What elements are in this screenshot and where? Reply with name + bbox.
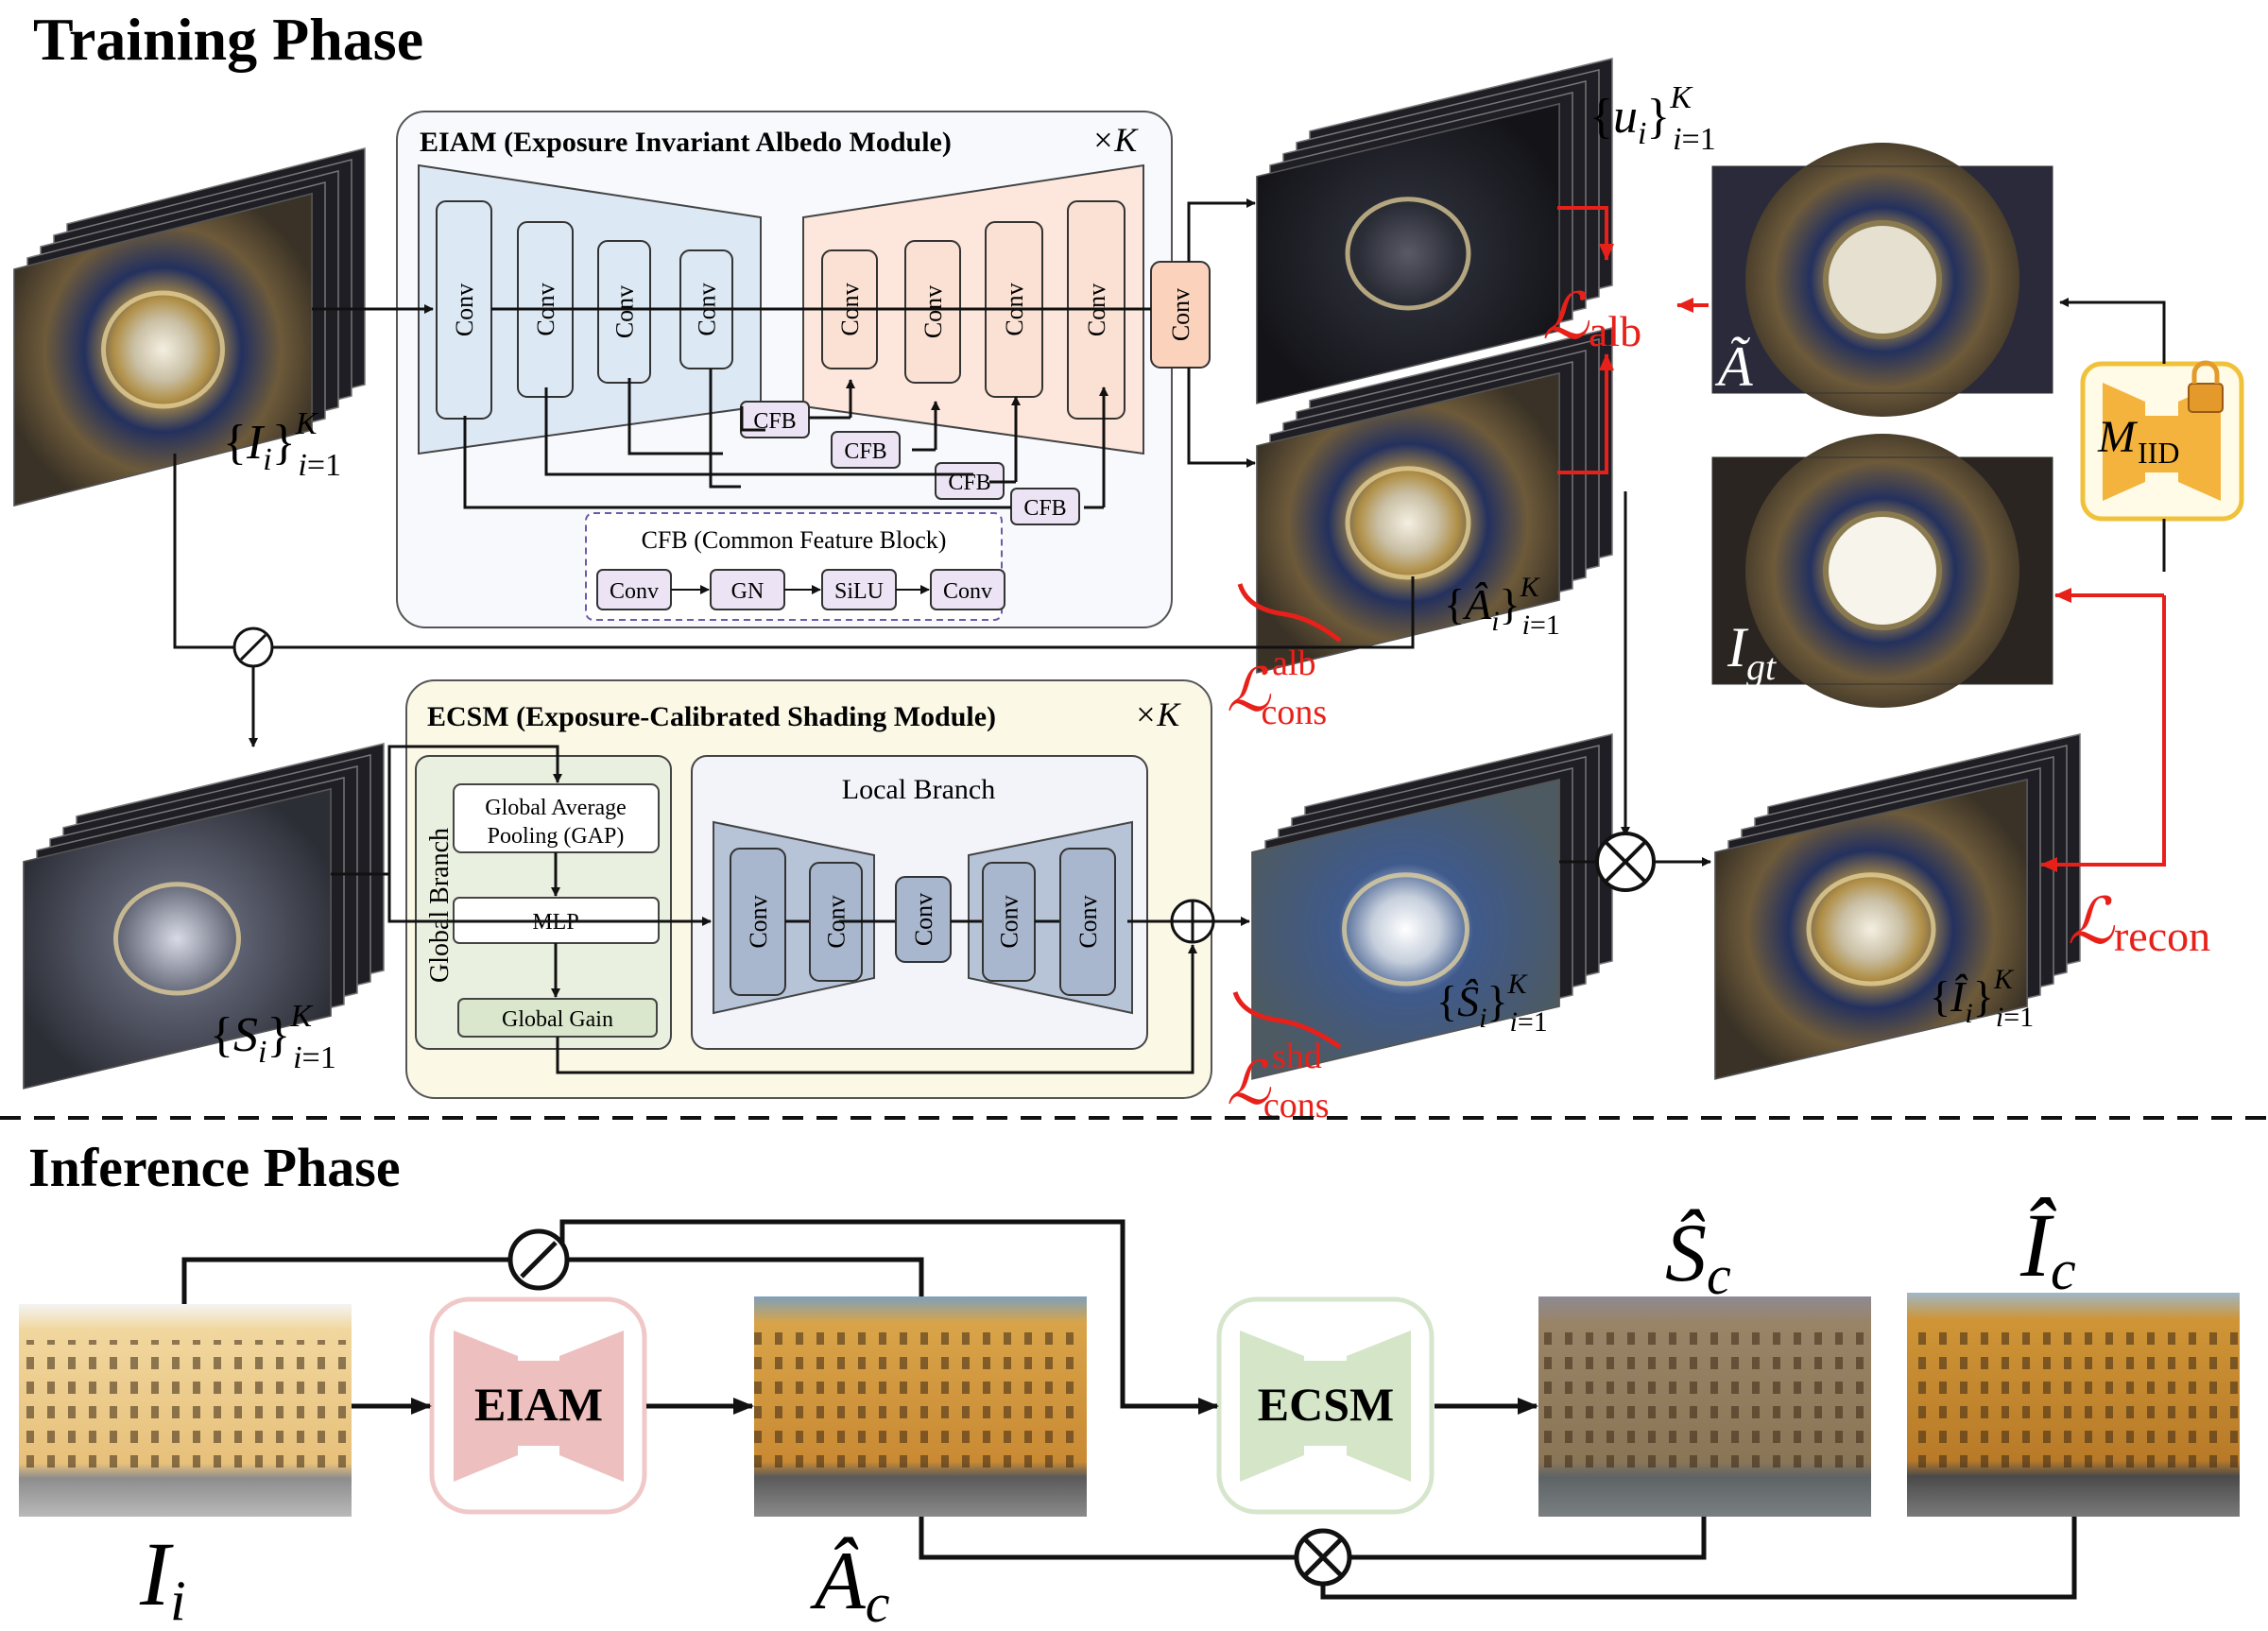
cfb-label: CFB	[1023, 496, 1066, 521]
cons-shd-brace	[1232, 991, 1342, 1050]
cfb-legend-box	[585, 512, 1003, 621]
inf-label-albedo: Âc	[810, 1536, 890, 1631]
ecsm-conv-label: Conv	[745, 895, 772, 948]
loss-alb: ℒalb	[1542, 281, 1641, 355]
inf-eiam-block: EIAM	[429, 1296, 647, 1515]
ecsm-conv-label: Conv	[910, 893, 937, 946]
u-stack	[1256, 58, 1613, 404]
cfb-step-label: GN	[731, 579, 765, 604]
eiam-repeat: ×K	[1091, 121, 1139, 159]
svg-text:IID: IID	[2138, 436, 2179, 470]
cfb-steps: Conv GN SiLU Conv	[596, 569, 1005, 610]
inf-output-image	[1907, 1293, 2240, 1517]
inf-albedo-image	[754, 1296, 1087, 1517]
eiam-title: EIAM (Exposure Invariant Albedo Module)	[420, 127, 952, 158]
cons-alb-brace	[1237, 583, 1342, 643]
cfb-legend-title: CFB (Common Feature Block)	[642, 526, 947, 554]
ecsm-conv-5	[1059, 848, 1116, 996]
eiam-out-conv	[1150, 261, 1211, 369]
loss-recon: ℒrecon	[2068, 885, 2210, 960]
lock-icon	[2188, 383, 2224, 413]
input-image-stack	[13, 147, 366, 506]
m-iid-model: M IID	[2080, 360, 2244, 522]
eiam-conv-label: Conv	[919, 285, 947, 338]
training-phase-title: Training Phase	[33, 6, 423, 73]
shading-hat-stack	[1251, 733, 1613, 1080]
ecsm-conv-label: Conv	[1074, 895, 1102, 948]
inf-ecsm-block: ECSM	[1216, 1296, 1435, 1515]
label-A-tilde: Ã	[1714, 335, 1753, 398]
ecsm-title: ECSM (Exposure-Calibrated Shading Module…	[427, 701, 996, 732]
ecsm-conv-label: Conv	[996, 895, 1023, 948]
eiam-conv-label: Conv	[611, 285, 639, 338]
eiam-conv-label: Conv	[451, 283, 478, 336]
m-iid-label: M	[2097, 412, 2139, 462]
inf-eiam-label: EIAM	[474, 1378, 603, 1431]
inf-shading-image	[1538, 1296, 1871, 1517]
local-branch-label: Local Branch	[842, 774, 995, 805]
albedo-stack	[1256, 327, 1613, 674]
global-gain-label: Global Gain	[502, 1007, 613, 1032]
loss-arrows	[1557, 206, 2166, 872]
shading-stack	[23, 743, 385, 1090]
inf-ecsm-label: ECSM	[1258, 1378, 1394, 1431]
i-gt-image	[1711, 434, 2053, 708]
a-tilde-image	[1711, 143, 2053, 417]
global-branch-label: Global Branch	[425, 828, 455, 983]
ecsm-conv-3	[895, 876, 952, 963]
gap-label-2: Pooling (GAP)	[488, 824, 625, 849]
inf-label-shading: Ŝc	[1665, 1208, 1731, 1306]
inference-phase-title: Inference Phase	[28, 1137, 401, 1198]
cfb-step-label: Conv	[610, 579, 659, 604]
training-arrows	[173, 198, 2166, 1074]
eiam-conv-3	[597, 240, 651, 384]
cfb-block-2	[831, 431, 901, 469]
recon-stack	[1714, 733, 2081, 1080]
inf-label-output: Îc	[2019, 1194, 2076, 1301]
inf-input-image	[19, 1304, 352, 1517]
eiam-out-conv-label: Conv	[1167, 288, 1194, 341]
ecsm-repeat: ×K	[1134, 695, 1181, 733]
cfb-step-label: Conv	[943, 579, 992, 604]
inf-label-input: Ii	[139, 1523, 186, 1631]
cfb-step-4	[930, 569, 1005, 610]
cfb-label: CFB	[844, 439, 886, 464]
gap-label-1: Global Average	[485, 796, 627, 820]
cfb-step-label: SiLU	[834, 579, 884, 604]
eiam-conv-6	[904, 240, 961, 384]
